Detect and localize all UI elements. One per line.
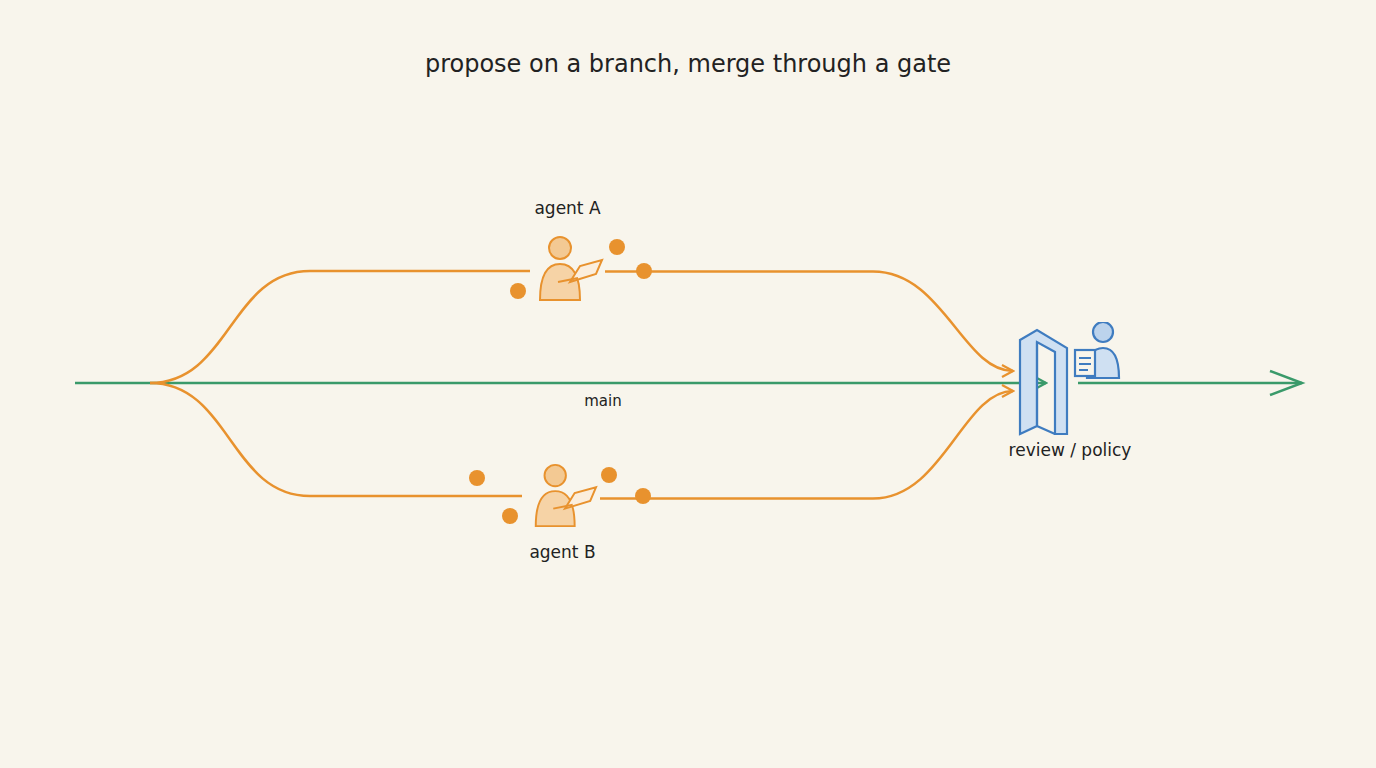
node-label: review / policy <box>1009 440 1132 460</box>
person-icon <box>530 232 605 304</box>
node-label: agent B <box>529 542 595 562</box>
person-icon <box>525 460 600 530</box>
commit-dots <box>469 239 652 524</box>
merge-connector <box>605 272 1013 371</box>
main-line <box>75 383 1302 384</box>
agent-figure: agent A <box>530 232 605 304</box>
diagram-title: propose on a branch, merge through a gat… <box>0 50 1376 78</box>
merge-connector <box>600 391 1013 499</box>
branch-lines <box>150 271 530 496</box>
review-gate: review / policy <box>1015 322 1125 440</box>
agent-figure: agent B <box>525 460 600 530</box>
branch-label: main <box>581 392 624 410</box>
node-label: agent A <box>534 198 600 218</box>
gate-icon <box>1015 322 1125 440</box>
